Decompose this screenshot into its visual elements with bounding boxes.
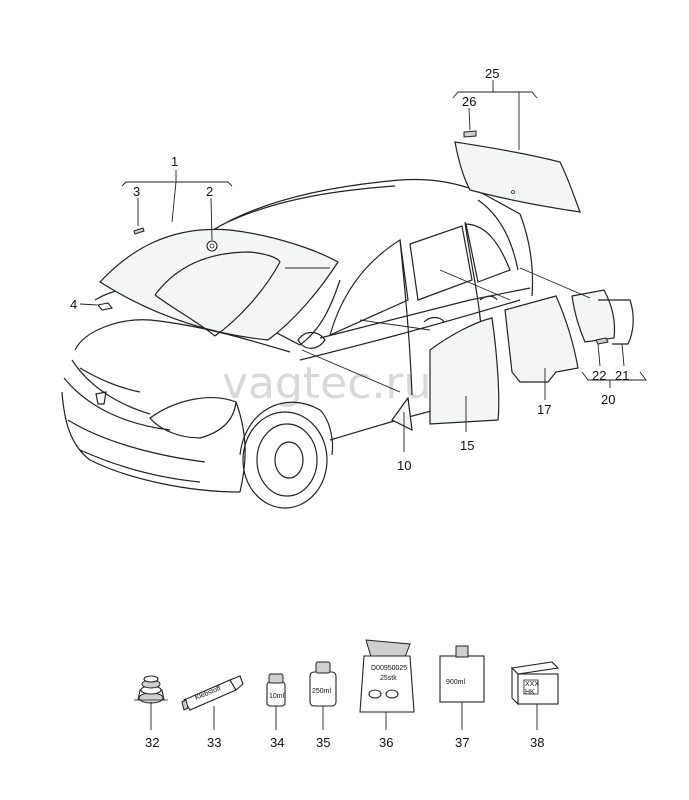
sealing-cord-roll: 32 <box>134 675 168 750</box>
svg-text:3: 3 <box>133 184 140 199</box>
svg-text:25stk: 25stk <box>380 675 397 682</box>
svg-text:26: 26 <box>462 94 476 109</box>
rear-door-window-17 <box>504 295 579 383</box>
svg-text:34: 34 <box>270 735 284 750</box>
svg-text:XXX: XXX <box>525 681 539 688</box>
rear-window <box>454 141 581 213</box>
svg-text:35: 35 <box>316 735 330 750</box>
wedge-part-26 <box>463 130 477 138</box>
front-door-window-15 <box>429 317 500 425</box>
rear-quarter-glass-20 <box>571 289 616 343</box>
svg-text:900ml: 900ml <box>446 679 466 686</box>
svg-text:HK: HK <box>525 689 535 696</box>
svg-text:D00950025: D00950025 <box>371 665 407 672</box>
svg-text:1: 1 <box>171 154 178 169</box>
leader-lines <box>285 267 591 393</box>
svg-text:250ml: 250ml <box>312 688 332 695</box>
svg-text:20: 20 <box>601 392 615 407</box>
primer-vial: 10ml 34 <box>266 673 286 750</box>
svg-text:32: 32 <box>145 735 159 750</box>
sensor-mount <box>206 240 218 252</box>
quarter-window-10 <box>391 396 413 432</box>
cleaner-can: 250ml 35 <box>309 661 337 750</box>
svg-text:10: 10 <box>397 458 411 473</box>
clip-part-4 <box>97 302 113 311</box>
adhesive-tube: Klebstoff 33 <box>181 675 244 750</box>
svg-text:15: 15 <box>460 438 474 453</box>
svg-text:22: 22 <box>592 368 606 383</box>
watermark: vagtec.ru <box>222 358 431 409</box>
activator-bottle: 900ml 37 <box>439 645 485 750</box>
svg-text:25: 25 <box>485 66 499 81</box>
svg-text:10ml: 10ml <box>269 693 285 700</box>
clip-pouch: D00950025 25stk 36 <box>359 639 415 750</box>
svg-text:36: 36 <box>379 735 393 750</box>
svg-text:33: 33 <box>207 735 221 750</box>
svg-text:38: 38 <box>530 735 544 750</box>
car-body <box>61 178 534 509</box>
svg-text:17: 17 <box>537 402 551 417</box>
wedge-part-3 <box>133 227 145 235</box>
svg-text:21: 21 <box>615 368 629 383</box>
windshield <box>99 228 339 341</box>
svg-text:4: 4 <box>70 297 77 312</box>
callouts: 1 2 3 4 25 26 10 15 17 22 21 20 <box>70 66 647 473</box>
svg-text:37: 37 <box>455 735 469 750</box>
kit-box: XXX HK 38 <box>510 661 560 750</box>
svg-text:2: 2 <box>206 184 213 199</box>
